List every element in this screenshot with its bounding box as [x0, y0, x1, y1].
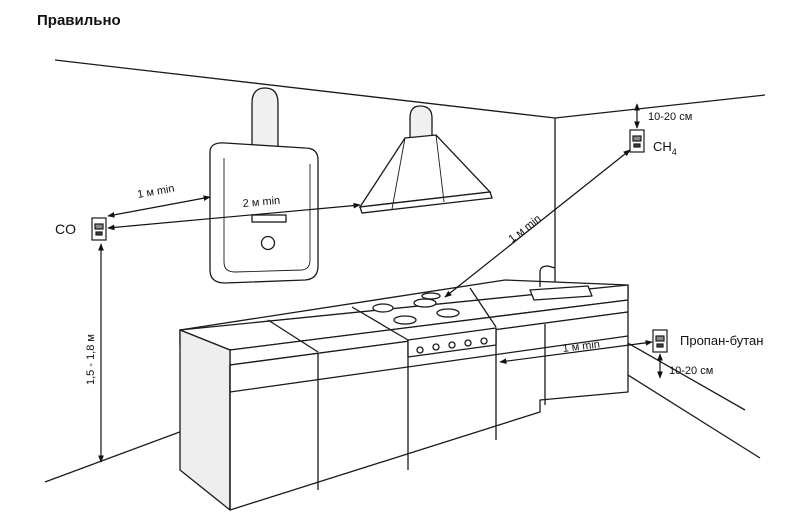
- label-co-to-boiler: 1 м min: [136, 183, 175, 201]
- gas-boiler: [209, 87, 319, 284]
- kitchen-counter: [179, 265, 629, 511]
- label-ceiling-gap: 10-20 см: [648, 111, 692, 123]
- label-propane-to-cabinet: 1 м min: [562, 338, 601, 354]
- label-co-height: 1,5 - 1,8 м: [85, 334, 97, 385]
- range-hood: [358, 105, 493, 214]
- ch4-detector: [629, 129, 645, 153]
- dimension-lines: [98, 103, 663, 463]
- label-propane: Пропан-бутан: [680, 333, 763, 348]
- co-detector: [91, 217, 107, 241]
- diagram-heading: Правильно: [37, 12, 121, 29]
- arrow-co-to-hood: [107, 202, 361, 231]
- arrow-propane-to-cabinet: [499, 339, 653, 365]
- propane-detector: [652, 329, 668, 353]
- label-co: CO: [55, 221, 76, 237]
- arrow-ch4-to-stove: [444, 149, 631, 298]
- label-floor-gap: 10-20 см: [669, 365, 713, 377]
- label-co-to-hood: 2 м min: [242, 195, 280, 210]
- arrow-co-to-boiler: [107, 195, 211, 218]
- label-ch4-to-stove: 1 м min: [506, 213, 543, 246]
- label-ch4: CH4: [653, 139, 677, 157]
